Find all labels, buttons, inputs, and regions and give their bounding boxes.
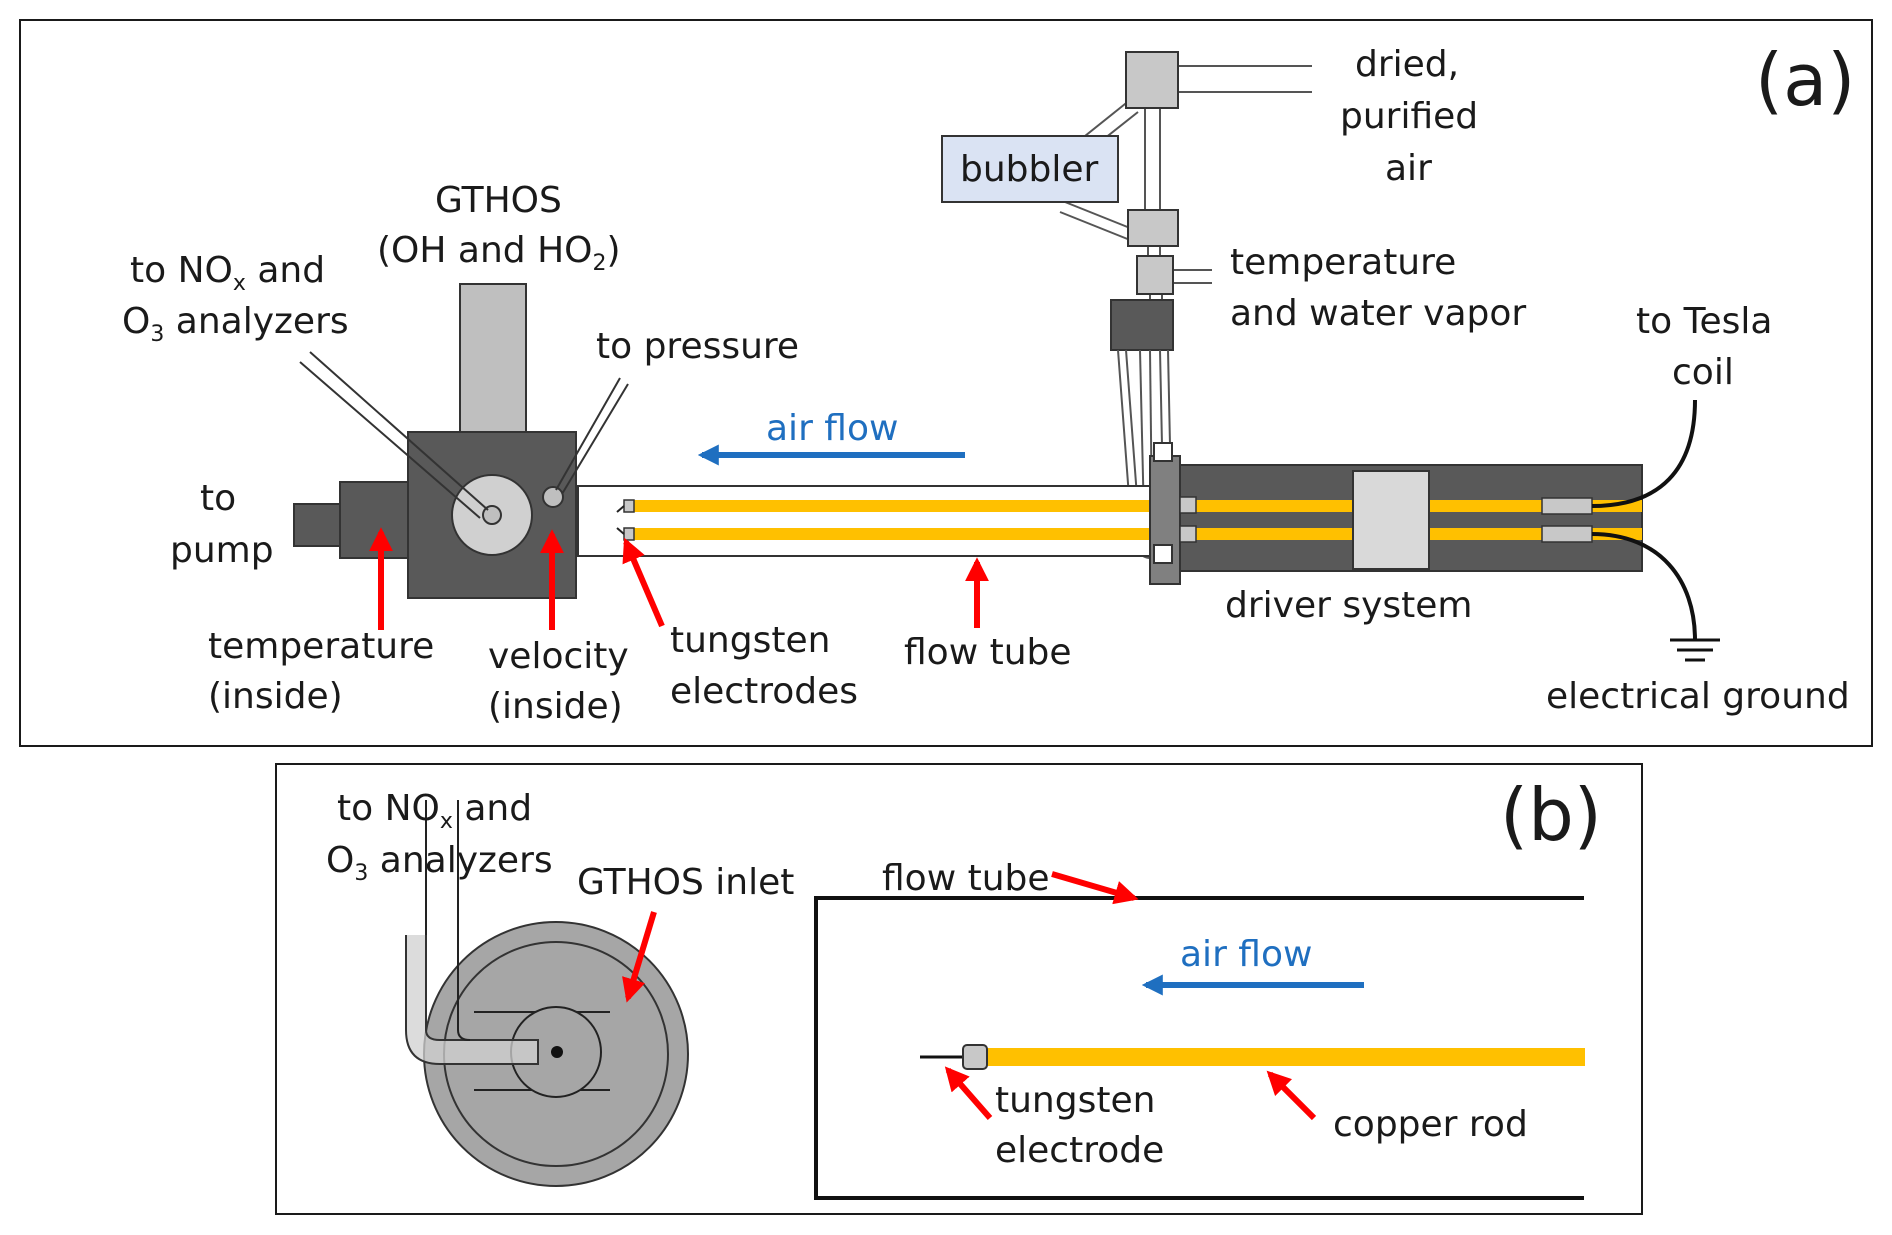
flow-tube-b-arrow bbox=[1051, 871, 1139, 905]
tesla-wire bbox=[1591, 399, 1697, 508]
nox-label-1: to NOx and bbox=[130, 250, 325, 296]
panel-a-letter: (a) bbox=[1755, 38, 1855, 122]
to-tesla-label-1: to Tesla bbox=[1636, 301, 1772, 342]
copper-rod-b bbox=[985, 1048, 1585, 1066]
dried-label-2: purified bbox=[1340, 96, 1478, 137]
tungsten-b-arrow bbox=[944, 1066, 993, 1120]
gthos-chimney bbox=[459, 283, 527, 433]
copper-rod-top bbox=[630, 500, 1150, 512]
sensor-block bbox=[1136, 255, 1174, 295]
flow-tube bbox=[577, 485, 1151, 557]
tungsten-arrow-a bbox=[622, 537, 665, 628]
driver-flange bbox=[1149, 455, 1181, 585]
velocity-label-1: velocity bbox=[488, 636, 629, 677]
driver-system-label: driver system bbox=[1225, 585, 1473, 626]
to-pump-label-1: to bbox=[200, 478, 236, 519]
gthos-label-2: (OH and HO2) bbox=[377, 230, 621, 276]
flow-tube-b-label: flow tube bbox=[882, 858, 1050, 899]
nox-b-label-2: O3 analyzers bbox=[326, 840, 553, 886]
inlet-sample-tube bbox=[405, 935, 539, 1065]
ground-wire bbox=[1591, 532, 1697, 641]
nox-b-label-1: to NOx and bbox=[337, 788, 532, 834]
copper-rod-bottom bbox=[630, 528, 1150, 540]
to-tesla-label-2: coil bbox=[1672, 352, 1734, 393]
gthos-label-1: GTHOS bbox=[435, 180, 562, 221]
dried-label-1: dried, bbox=[1355, 44, 1459, 85]
panel-b-letter: (b) bbox=[1500, 773, 1602, 857]
ground-symbol bbox=[1670, 638, 1720, 662]
temp-inside-label-1: temperature bbox=[208, 626, 434, 667]
tungsten-b-label-2: electrode bbox=[995, 1130, 1164, 1171]
to-pressure-label: to pressure bbox=[596, 326, 799, 367]
air-flow-label-a: air flow bbox=[766, 408, 898, 449]
driver-system bbox=[1149, 442, 1643, 585]
temp-wv-label-1: temperature bbox=[1230, 242, 1456, 283]
panel-b-frame bbox=[275, 763, 1643, 1215]
coil-connector-bottom bbox=[1541, 525, 1593, 543]
pump-pipe bbox=[293, 503, 345, 547]
tungsten-label-2: electrodes bbox=[670, 671, 858, 712]
air-junction-top bbox=[1125, 51, 1179, 109]
panel-a-frame bbox=[19, 19, 1873, 747]
flow-tube-label-a: flow tube bbox=[904, 632, 1072, 673]
electrode-tip-top bbox=[623, 499, 635, 513]
gthos-inlet-arrow bbox=[622, 911, 657, 1003]
air-flow-b-label: air flow bbox=[1180, 934, 1312, 975]
to-pump-label-2: pump bbox=[170, 530, 274, 571]
nox-label-2: O3 analyzers bbox=[122, 301, 349, 347]
panel-a: (a) bubbler bbox=[19, 19, 1873, 747]
pressure-port bbox=[542, 486, 564, 508]
bubbler-box bbox=[941, 135, 1119, 203]
temp-wv-label-2: and water vapor bbox=[1230, 293, 1526, 334]
manifold-block bbox=[1110, 299, 1174, 351]
copper-rod-arrow bbox=[1266, 1070, 1317, 1121]
electrode-tip-bottom bbox=[623, 527, 635, 541]
pump-block bbox=[339, 481, 411, 559]
air-junction-bottom bbox=[1127, 209, 1179, 247]
copper-rod-label: copper rod bbox=[1333, 1104, 1528, 1145]
electrode-holder-b bbox=[962, 1044, 988, 1070]
nox-tubes bbox=[299, 351, 629, 519]
panel-b: (b) to NOx and O3 analyzers GTHOS inlet … bbox=[275, 763, 1643, 1215]
tungsten-label-1: tungsten bbox=[670, 620, 830, 661]
coil-connector-top bbox=[1541, 497, 1593, 515]
temp-inside-label-2: (inside) bbox=[208, 676, 343, 717]
inlet-center-dot bbox=[551, 1046, 563, 1058]
velocity-label-2: (inside) bbox=[488, 686, 623, 727]
ground-label: electrical ground bbox=[1546, 676, 1850, 717]
tungsten-b-label-1: tungsten bbox=[995, 1080, 1155, 1121]
driver-center-block bbox=[1352, 470, 1430, 570]
flow-tube-b-top bbox=[814, 896, 1584, 1200]
gthos-inlet-label: GTHOS inlet bbox=[577, 862, 794, 903]
bubbler-label: bubbler bbox=[960, 149, 1099, 190]
dried-label-3: air bbox=[1385, 148, 1432, 189]
